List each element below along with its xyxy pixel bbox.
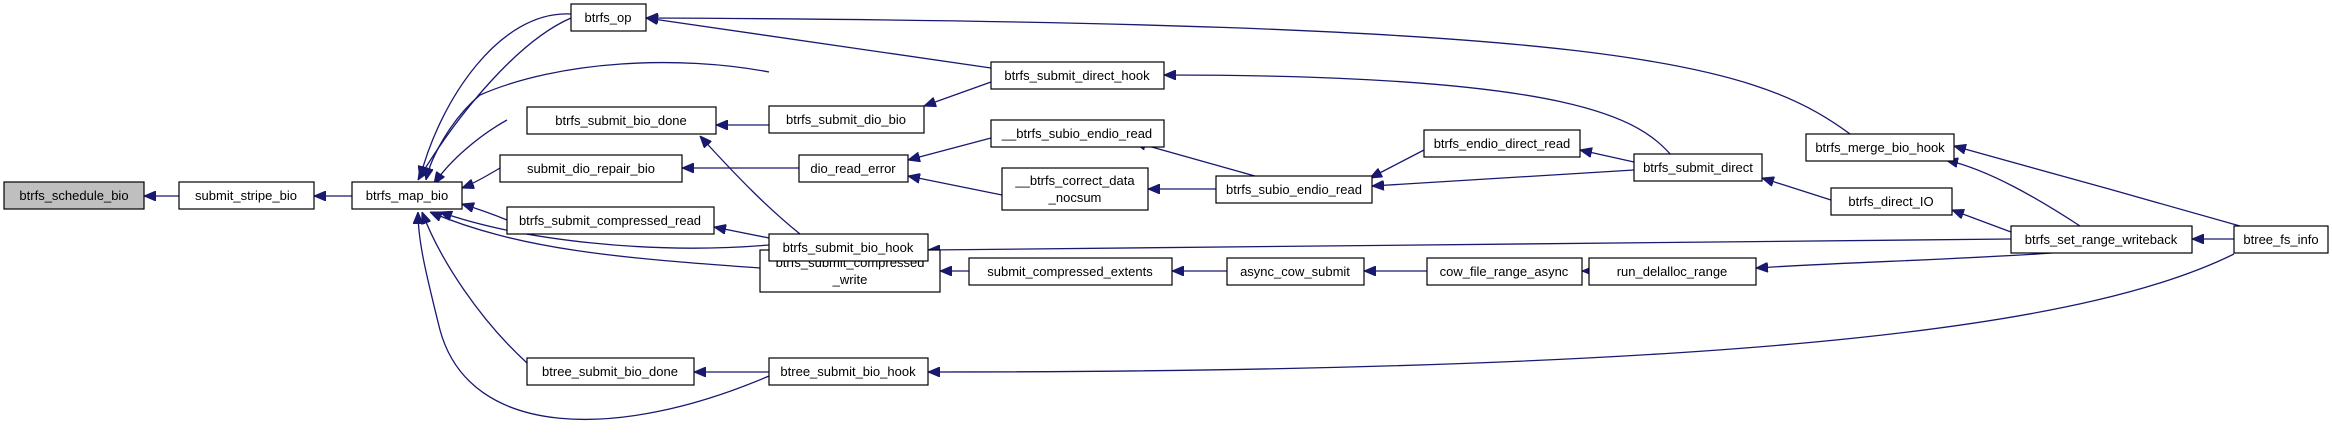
node-__btrfs_subio_endio_read[interactable]: __btrfs_subio_endio_read bbox=[990, 119, 1165, 148]
edge-btrfs_submit_bio_hook-to-btrfs_submit_compressed_read bbox=[714, 227, 770, 239]
edge-__btrfs_subio_endio_read-to-dio_read_error bbox=[908, 137, 992, 160]
edge-btrfs_merge_bio_hook-to-btrfs_op bbox=[646, 18, 1851, 135]
node-label: submit_compressed_extents bbox=[987, 264, 1153, 279]
node-label: __btrfs_subio_endio_read bbox=[1001, 126, 1152, 141]
node-label: btrfs_submit_compressed_read bbox=[519, 213, 701, 228]
node-label: btrfs_submit_bio_done bbox=[555, 113, 687, 128]
node-label: btrfs_endio_direct_read bbox=[1434, 136, 1571, 151]
edge-btrfs_set_range_writeback-to-btrfs_submit_bio_hook bbox=[928, 238, 2012, 250]
node-submit_compressed_extents[interactable]: submit_compressed_extents bbox=[968, 257, 1173, 286]
node-label: btrfs_submit_direct bbox=[1643, 160, 1753, 175]
edge-btrfs_submit_bio_hook-to-btrfs_submit_bio_done bbox=[700, 136, 801, 235]
node-label: btrfs_set_range_writeback bbox=[2025, 232, 2178, 247]
node-label: btrfs_merge_bio_hook bbox=[1815, 140, 1945, 155]
node-label: btrfs_subio_endio_read bbox=[1226, 182, 1362, 197]
node-label: btree_fs_info bbox=[2243, 232, 2318, 247]
node-label: btrfs_schedule_bio bbox=[19, 188, 128, 203]
node-label: btrfs_op bbox=[585, 10, 632, 25]
node-label: async_cow_submit bbox=[1240, 264, 1350, 279]
node-label: btrfs_direct_IO bbox=[1848, 194, 1933, 209]
node-label-line1: __btrfs_correct_data bbox=[1014, 173, 1135, 188]
edge-btrfs_submit_dio_bio-to-btrfs_map_bio bbox=[426, 61, 770, 180]
edge-btrfs_direct_IO-to-btrfs_submit_direct bbox=[1762, 178, 1832, 201]
node-label: submit_dio_repair_bio bbox=[527, 161, 655, 176]
node-label-line2: _write bbox=[832, 272, 868, 287]
edge-btrfs_op-to-btrfs_map_bio-b bbox=[420, 13, 572, 178]
node-btree_submit_bio_hook[interactable]: btree_submit_bio_hook bbox=[768, 357, 929, 386]
edge-btrfs_submit_bio_done-to-btrfs_map_bio bbox=[434, 119, 508, 184]
node-label: btree_submit_bio_done bbox=[542, 364, 678, 379]
node-label: btrfs_submit_bio_hook bbox=[783, 240, 914, 255]
edge-btrfs_subio_endio_read-to-__btrfs_subio_endio_read bbox=[1134, 142, 1263, 179]
edge-btree_fs_info-to-btrfs_merge_bio_hook bbox=[1954, 146, 2241, 227]
node-label: submit_stripe_bio bbox=[195, 188, 297, 203]
node-submit_dio_repair_bio[interactable]: submit_dio_repair_bio bbox=[499, 154, 683, 183]
node-btrfs_set_range_writeback[interactable]: btrfs_set_range_writeback bbox=[2010, 225, 2193, 254]
node-label: cow_file_range_async bbox=[1440, 264, 1569, 279]
edge-btrfs_set_range_writeback-to-btrfs_merge_bio_hook bbox=[1946, 160, 2081, 227]
node-btree_submit_bio_done[interactable]: btree_submit_bio_done bbox=[526, 357, 695, 386]
node-btrfs_subio_endio_read[interactable]: btrfs_subio_endio_read bbox=[1215, 175, 1373, 204]
edge-btrfs_endio_direct_read-to-btrfs_subio_endio_read bbox=[1370, 149, 1425, 178]
node-btrfs_submit_direct[interactable]: btrfs_submit_direct bbox=[1633, 153, 1763, 182]
edge-btree_submit_bio_hook-to-btrfs_map_bio bbox=[418, 212, 770, 421]
node-btrfs_schedule_bio[interactable]: btrfs_schedule_bio bbox=[3, 181, 145, 210]
node-btrfs_map_bio[interactable]: btrfs_map_bio bbox=[351, 181, 463, 210]
node-label: dio_read_error bbox=[810, 161, 896, 176]
node-label: btrfs_submit_direct_hook bbox=[1004, 68, 1150, 83]
edge-btree_submit_bio_done-to-btrfs_map_bio bbox=[422, 212, 528, 364]
node-btrfs_submit_bio_done[interactable]: btrfs_submit_bio_done bbox=[526, 106, 717, 135]
edge-btrfs_submit_direct_hook-to-btrfs_op bbox=[646, 18, 992, 69]
node-btrfs_merge_bio_hook[interactable]: btrfs_merge_bio_hook bbox=[1805, 133, 1955, 162]
edge-btrfs_op-to-btrfs_map_bio bbox=[418, 17, 572, 180]
edges bbox=[144, 13, 2241, 421]
edge-btrfs_submit_direct-to-btrfs_endio_direct_read bbox=[1580, 150, 1635, 163]
node-submit_stripe_bio[interactable]: submit_stripe_bio bbox=[178, 181, 315, 210]
node-btrfs_op[interactable]: btrfs_op bbox=[570, 3, 647, 32]
nodes: btrfs_schedule_bio submit_stripe_bio btr… bbox=[3, 3, 2329, 386]
edge-btrfs_set_range_writeback-to-run_delalloc_range bbox=[1756, 252, 2053, 268]
edge-submit_dio_repair_bio-to-btrfs_map_bio bbox=[462, 167, 501, 188]
node-label: btree_submit_bio_hook bbox=[780, 364, 916, 379]
node-btrfs_submit_direct_hook[interactable]: btrfs_submit_direct_hook bbox=[990, 61, 1165, 90]
node-label: btrfs_submit_dio_bio bbox=[786, 112, 906, 127]
node-btrfs_submit_compressed_read[interactable]: btrfs_submit_compressed_read bbox=[506, 206, 715, 235]
node-btrfs_endio_direct_read[interactable]: btrfs_endio_direct_read bbox=[1423, 129, 1581, 158]
node-run_delalloc_range[interactable]: run_delalloc_range bbox=[1588, 257, 1757, 286]
edge-btrfs_submit_direct-to-btrfs_submit_direct_hook bbox=[1164, 75, 1673, 157]
edge-__btrfs_correct_data_nocsum-to-dio_read_error bbox=[908, 176, 1003, 196]
node-async_cow_submit[interactable]: async_cow_submit bbox=[1226, 257, 1365, 286]
node-label-line2: _nocsum bbox=[1048, 190, 1102, 205]
node-__btrfs_correct_data_nocsum[interactable]: __btrfs_correct_data _nocsum bbox=[1001, 167, 1149, 211]
edge-btrfs_submit_compressed_write-to-btrfs_map_bio bbox=[430, 211, 761, 269]
edge-btree_fs_info-to-btree_submit_bio_hook bbox=[928, 253, 2235, 372]
node-label: btrfs_map_bio bbox=[366, 188, 448, 203]
edge-btrfs_set_range_writeback-to-btrfs_direct_IO bbox=[1952, 210, 2012, 233]
node-btrfs_submit_dio_bio[interactable]: btrfs_submit_dio_bio bbox=[768, 105, 925, 134]
edge-btrfs_submit_compressed_read-to-btrfs_map_bio bbox=[462, 204, 508, 221]
node-btrfs_submit_bio_hook[interactable]: btrfs_submit_bio_hook bbox=[768, 233, 929, 262]
node-btree_fs_info[interactable]: btree_fs_info bbox=[2233, 225, 2329, 254]
node-label: run_delalloc_range bbox=[1617, 264, 1728, 279]
node-btrfs_direct_IO[interactable]: btrfs_direct_IO bbox=[1830, 187, 1953, 216]
edge-btrfs_submit_direct_hook-to-btrfs_submit_dio_bio bbox=[924, 81, 992, 106]
edge-btrfs_submit_direct-to-btrfs_subio_endio_read bbox=[1372, 169, 1635, 186]
node-cow_file_range_async[interactable]: cow_file_range_async bbox=[1426, 257, 1583, 286]
node-dio_read_error[interactable]: dio_read_error bbox=[798, 154, 909, 183]
edge-btrfs_submit_bio_hook-to-btrfs_map_bio bbox=[440, 212, 770, 249]
